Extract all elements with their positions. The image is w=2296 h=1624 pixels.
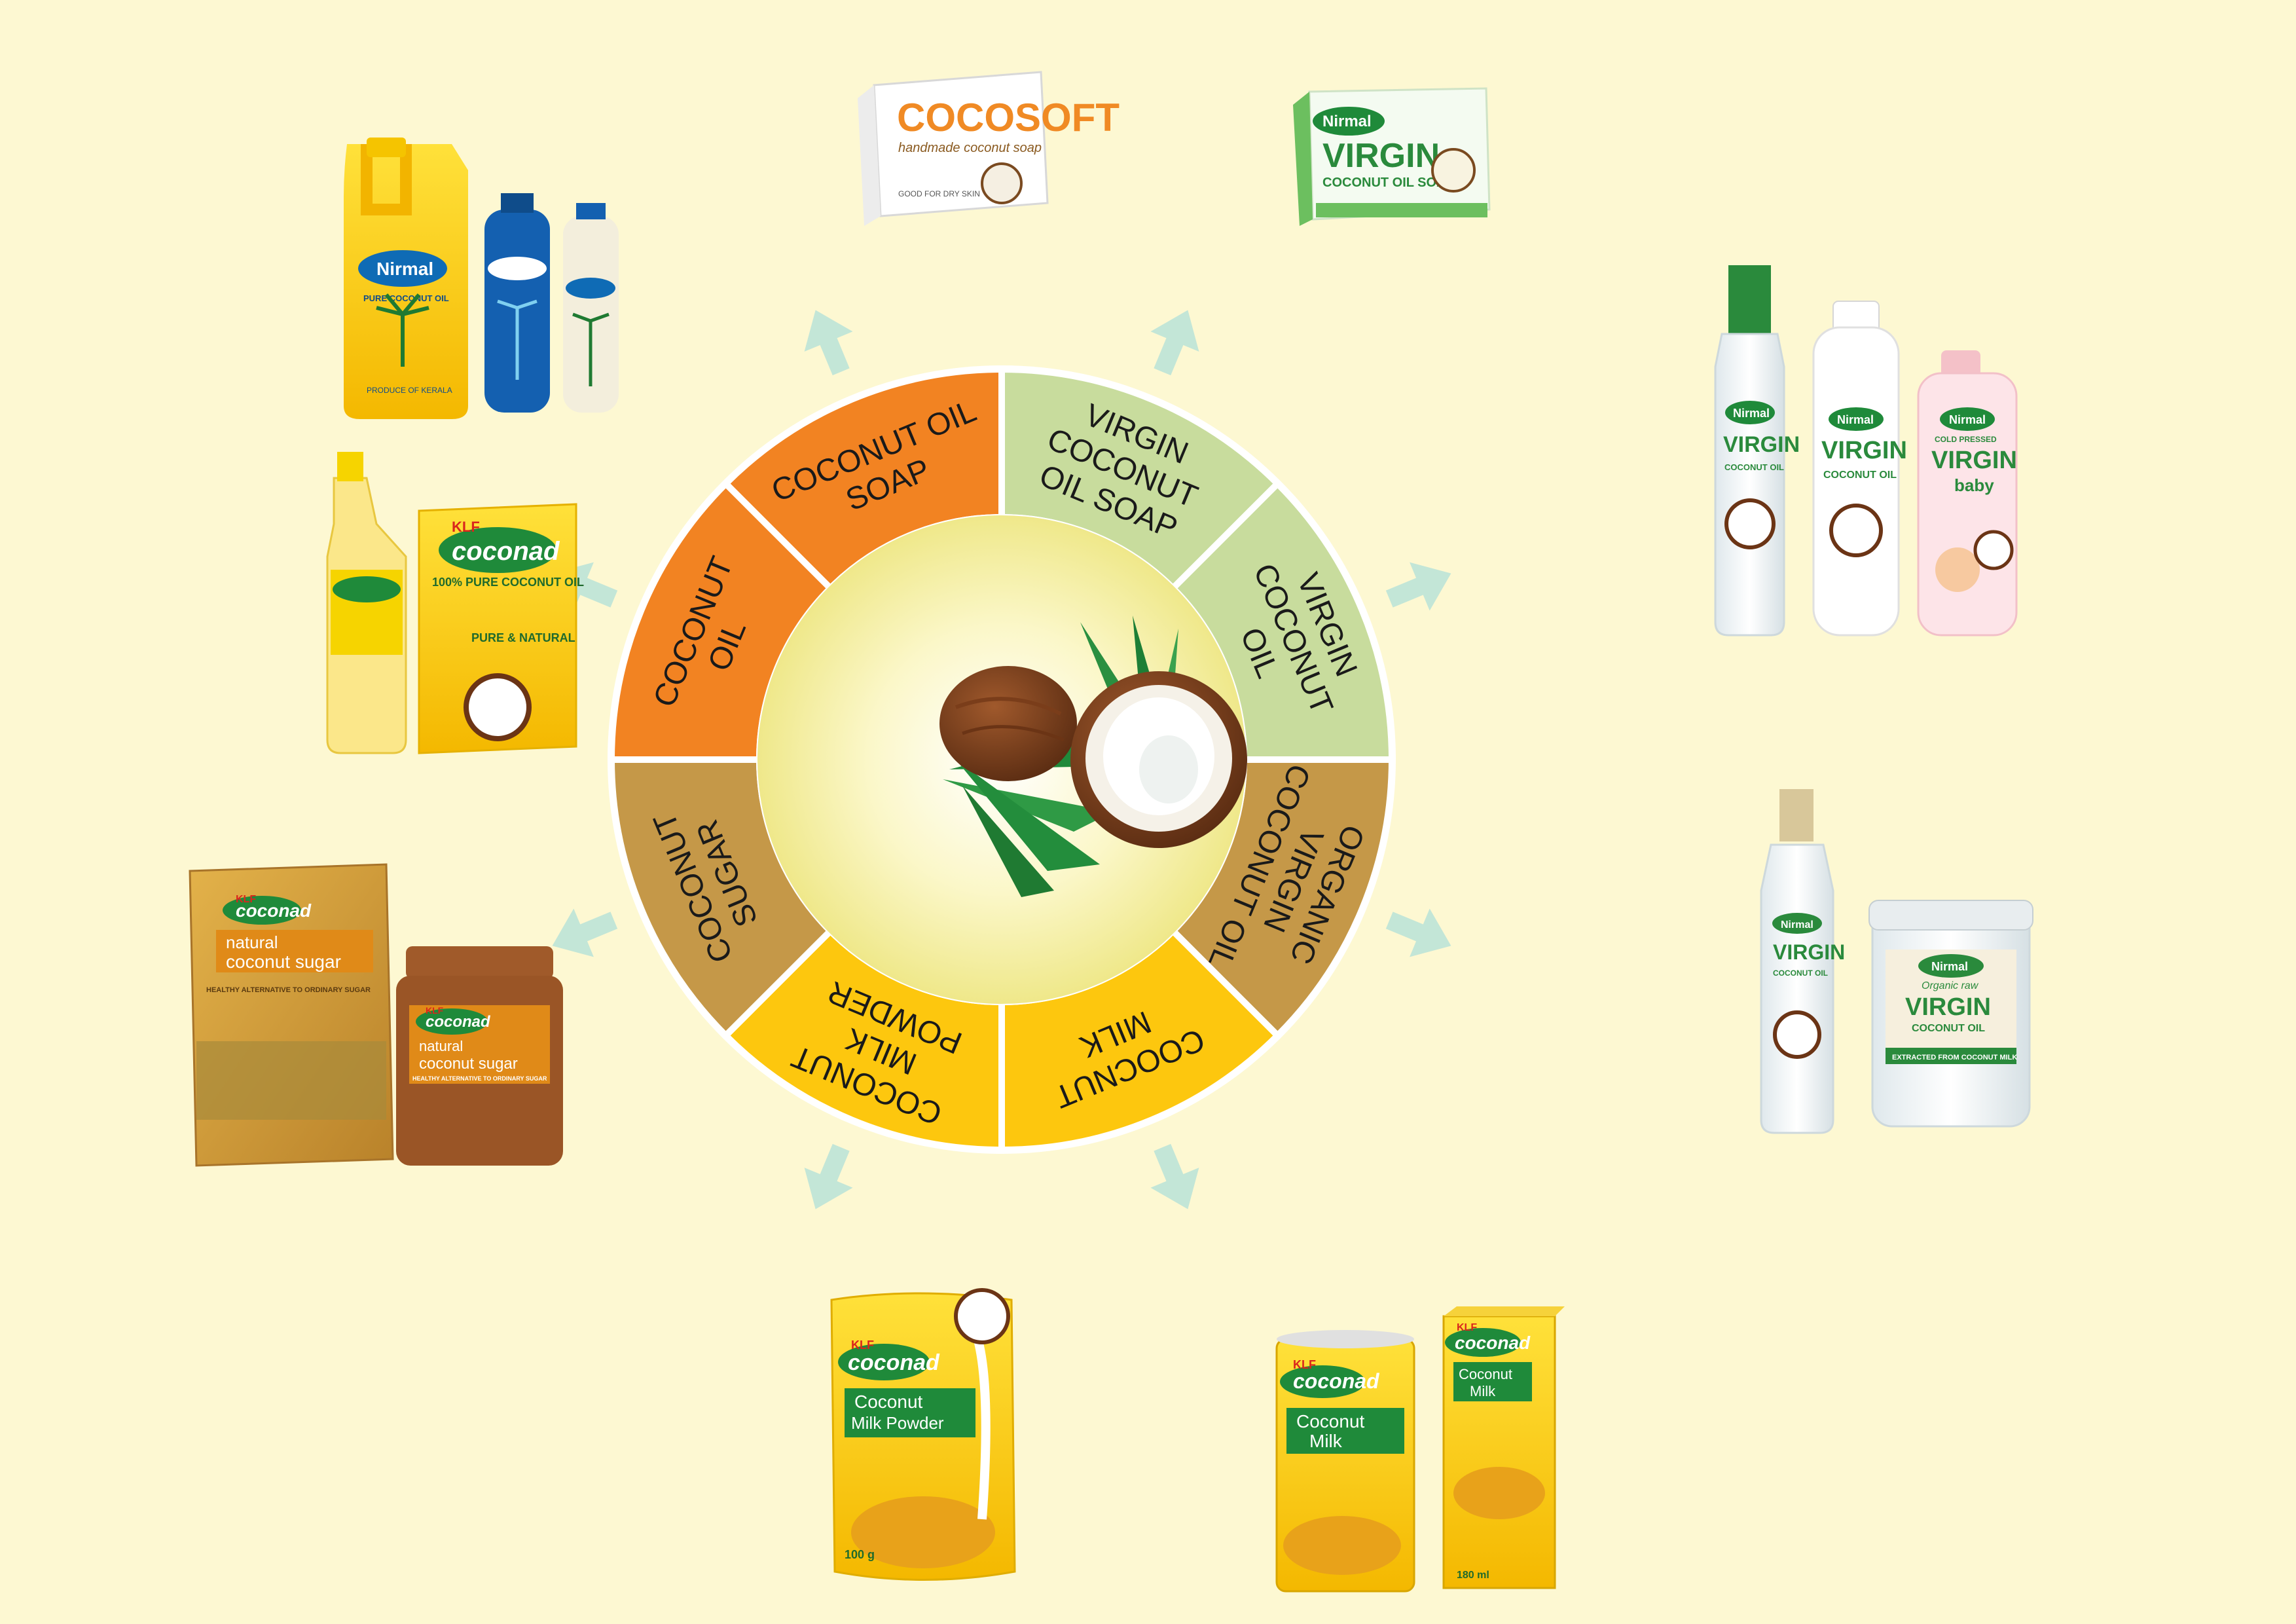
coconad-name-4: coconad	[848, 1350, 940, 1375]
nirmal-brand-5: Nirmal	[1781, 919, 1813, 931]
coconad-name-6: coconad	[1455, 1333, 1531, 1353]
products-group: COCOSOFT handmade coconut soap GOOD FOR …	[189, 71, 2033, 1593]
nirmal-soap-brand: Nirmal	[1322, 113, 1372, 130]
sugar-line1-1: natural	[226, 932, 278, 952]
cocosoft-brand: COCOSOFT	[897, 96, 1120, 139]
organic-label-2: COCONUT OIL	[1912, 1023, 1985, 1034]
coconad-name-2: coconad	[236, 900, 312, 921]
nirmal-brand-2: Nirmal	[1733, 407, 1770, 420]
nirmal-oil-label: PURE COCONUT OIL	[363, 293, 449, 303]
arrow-coconut-oil-soap	[804, 310, 853, 376]
klf-brand-5: KLF	[1293, 1358, 1316, 1371]
klf-brand-2: KLF	[236, 894, 256, 905]
coconut-milk-line1-1: Coconut	[1296, 1411, 1365, 1431]
coconut-icon	[464, 673, 532, 741]
sugar-claim-1: HEALTHY ALTERNATIVE TO ORDINARY SUGAR	[206, 986, 371, 994]
klf-coconut-sugar: KLF coconad natural coconut sugar HEALTH…	[189, 863, 563, 1167]
arrow-virgin-coconut-oil	[1385, 562, 1451, 611]
baby-label: baby	[1954, 475, 1994, 495]
nirmal-brand-4: Nirmal	[1949, 413, 1986, 426]
organic-extra: EXTRACTED FROM COCONUT MILK	[1892, 1054, 2017, 1061]
arrow-coconut-milk	[1150, 1143, 1199, 1209]
nirmal-virgin-oil-bottles: Nirmal VIRGIN COCONUT OIL Nirmal VIRGIN …	[1714, 265, 2018, 637]
klf-brand-3: KLF	[426, 1005, 444, 1016]
sugar-line2-1: coconut sugar	[226, 951, 341, 972]
coconut-icon	[1431, 148, 1476, 193]
coconad-name-3: coconad	[426, 1013, 491, 1031]
organic-label-1: COCONUT OIL	[1773, 969, 1828, 978]
virgin-title-2: VIRGIN	[1821, 437, 1907, 464]
virgin-title-1: VIRGIN	[1723, 432, 1800, 457]
organic-raw-label: Organic raw	[1922, 980, 1979, 991]
coconad-name-1: coconad	[452, 537, 560, 566]
klf-coconut-milk: KLF coconad Coconut Milk KLF coconad Coc…	[1275, 1306, 1565, 1593]
coconut-milk-line2-1: Milk	[1309, 1431, 1343, 1451]
coconut-milk-line2-2: Milk	[1470, 1383, 1496, 1399]
coconad-oil-claim: PURE & NATURAL	[471, 631, 575, 644]
virgin-label-1: COCONUT OIL	[1724, 462, 1784, 472]
organic-title-1: VIRGIN	[1773, 940, 1845, 964]
klf-brand-1: KLF	[452, 519, 480, 535]
klf-coconut-milk-powder: KLF coconad Coconut Milk Powder 100 g	[830, 1288, 1016, 1581]
cocosoft-note: GOOD FOR DRY SKIN	[898, 189, 980, 198]
arrow-organic-virgin-coconut-oil	[1385, 908, 1451, 957]
coconad-name-5: coconad	[1293, 1369, 1380, 1393]
klf-coconad-oil-pack: KLF coconad 100% PURE COCONUT OIL PURE &…	[326, 452, 584, 754]
cocosoft-soap-box: COCOSOFT handmade coconut soap GOOD FOR …	[858, 71, 1120, 226]
cocosoft-tagline: handmade coconut soap	[898, 141, 1042, 155]
milk-powder-line2: Milk Powder	[851, 1413, 944, 1433]
nirmal-soap-subtitle: COCONUT OIL SOAP	[1322, 175, 1455, 190]
nirmal-organic-virgin-oil: Nirmal VIRGIN COCONUT OIL Nirmal Organic…	[1760, 789, 2033, 1134]
virgin-title-3: VIRGIN	[1931, 447, 2017, 474]
cold-pressed-label: COLD PRESSED	[1935, 435, 1997, 444]
nirmal-coconut-oil-bottles: Nirmal PURE COCONUT OIL PRODUCE OF KERAL…	[344, 138, 619, 419]
sugar-line1-2: natural	[419, 1038, 463, 1054]
klf-brand-4: KLF	[851, 1338, 874, 1352]
nirmal-virgin-soap-box: Nirmal VIRGIN COCONUT OIL SOAP	[1293, 87, 1491, 226]
milk-powder-line1: Coconut	[854, 1392, 923, 1412]
nirmal-soap-title: VIRGIN	[1322, 137, 1440, 175]
nirmal-brand-3: Nirmal	[1837, 413, 1874, 426]
whole-coconut-icon	[939, 666, 1077, 781]
milk-powder-weight: 100 g	[845, 1548, 875, 1561]
coconad-oil-label: 100% PURE COCONUT OIL	[432, 576, 584, 589]
arrow-virgin-coconut-oil-soap	[1150, 310, 1199, 376]
nirmal-origin: PRODUCE OF KERALA	[367, 386, 452, 395]
arrow-coconut-milk-powder	[804, 1143, 853, 1209]
virgin-label-2: COCONUT OIL	[1823, 470, 1897, 481]
baby-face-icon	[1935, 547, 1980, 592]
half-coconut-icon	[1070, 671, 1247, 848]
organic-title-2: VIRGIN	[1905, 993, 1991, 1021]
klf-brand-6: KLF	[1457, 1322, 1477, 1333]
sugar-claim-2: HEALTHY ALTERNATIVE TO ORDINARY SUGAR	[412, 1075, 547, 1082]
center-coconut	[757, 515, 1247, 1004]
coconut-milk-line1-2: Coconut	[1459, 1366, 1512, 1382]
arrow-coconut-sugar	[552, 908, 618, 957]
coconut-icon	[981, 162, 1023, 204]
sugar-line2-2: coconut sugar	[419, 1055, 518, 1073]
coconut-milk-volume: 180 ml	[1457, 1570, 1489, 1581]
nirmal-brand-1: Nirmal	[376, 259, 433, 279]
nirmal-brand-6: Nirmal	[1931, 960, 1968, 973]
